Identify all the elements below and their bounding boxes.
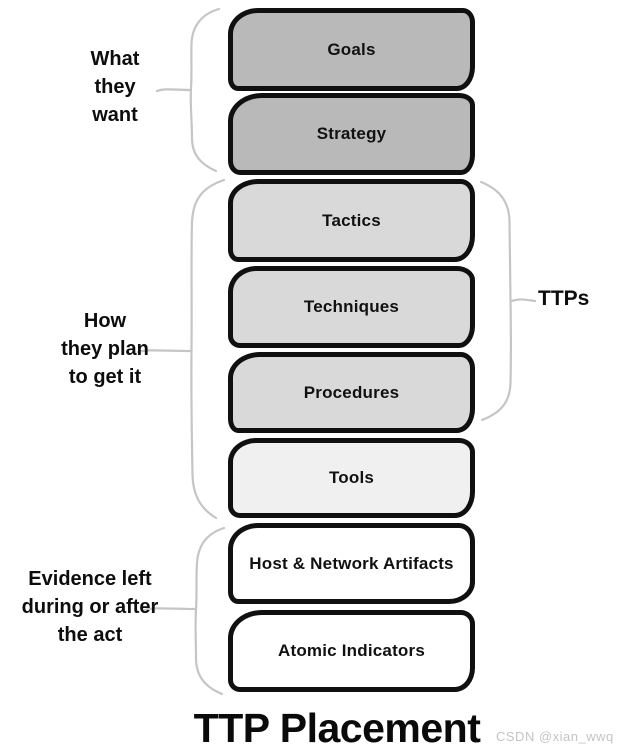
group-label-how-they-plan: How they plan to get it [61, 310, 149, 388]
brace-ttps [479, 180, 512, 422]
page-title: TTP Placement [193, 705, 481, 751]
brace-what-they-want [189, 7, 221, 173]
group-label-what-they-want: What they want [90, 48, 140, 126]
box-tactics: Tactics [228, 179, 475, 262]
brace-evidence-left [194, 526, 226, 696]
box-tools: Tools [228, 438, 475, 518]
box-atomic-indicators: Atomic Indicators [228, 610, 475, 692]
brace-how-they-plan [190, 178, 226, 520]
box-techniques: Techniques [228, 266, 475, 348]
box-host-network-artifacts: Host & Network Artifacts [228, 523, 475, 604]
box-strategy: Strategy [228, 93, 475, 175]
box-goals: Goals [228, 8, 475, 91]
group-label-evidence-left: Evidence left during or after the act [21, 568, 159, 646]
box-procedures: Procedures [228, 352, 475, 433]
brace-ttps-tick [510, 298, 537, 303]
ttps-label: TTPs [538, 287, 590, 310]
watermark: CSDN @xian_wwq [496, 729, 614, 744]
